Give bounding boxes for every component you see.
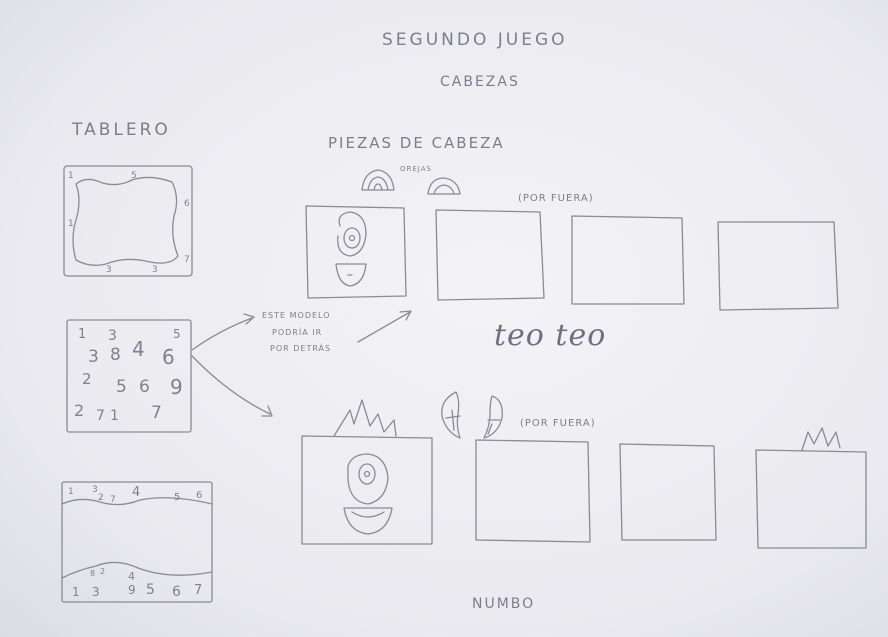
board3-bottom-number: 2 xyxy=(100,567,105,576)
numbo-label: NUMBO xyxy=(472,596,535,612)
piezas-label: PIEZAS DE CABEZA xyxy=(328,134,505,152)
board3-top-number: 5 xyxy=(174,492,180,503)
page-subtitle: CABEZAS xyxy=(440,74,520,90)
board3-top-number: 1 xyxy=(68,487,74,497)
board2-number: 3 xyxy=(88,347,99,367)
board-3: 1 3 2 7 4 5 6 1 8 2 3 4 9 5 6 7 xyxy=(62,482,212,602)
head-pieces-top xyxy=(306,206,838,310)
board1-number: 3 xyxy=(152,265,158,275)
board2-number: 7 xyxy=(96,408,105,424)
board-2: 1 3 4 5 3 8 6 2 5 6 9 2 7 1 7 xyxy=(67,320,191,432)
note-line-1: ESTE MODELO xyxy=(262,311,331,320)
board3-top-number: 6 xyxy=(196,490,202,501)
board2-number: 2 xyxy=(74,401,84,420)
board1-number: 1 xyxy=(68,171,74,181)
board3-top-number: 2 xyxy=(98,493,104,503)
board1-number: 1 xyxy=(68,219,74,229)
board2-number: 3 xyxy=(108,328,117,344)
board2-number: 5 xyxy=(173,327,181,341)
arrows xyxy=(192,311,411,416)
board2-number: 4 xyxy=(132,337,145,361)
board3-bottom-number: 1 xyxy=(72,585,80,599)
board2-number: 1 xyxy=(110,408,119,424)
ear-pieces-bottom xyxy=(442,392,503,438)
note-line-2: PODRÍA IR xyxy=(272,328,322,337)
board3-bottom-number: 5 xyxy=(146,582,155,598)
board3-bottom-number: 9 xyxy=(128,583,136,597)
board2-number: 6 xyxy=(139,377,150,397)
board2-number: 5 xyxy=(116,377,127,397)
tablero-label: TABLERO xyxy=(72,120,171,140)
board3-bottom-number: 4 xyxy=(128,570,135,583)
board2-number: 1 xyxy=(78,327,86,342)
board3-bottom-number: 7 xyxy=(194,583,202,598)
ear-pieces-top xyxy=(362,170,460,194)
board3-top-number: 4 xyxy=(132,485,140,500)
teo-teo-label: teo teo xyxy=(494,318,606,353)
board2-number: 7 xyxy=(151,403,162,423)
orejas-label: OREJAS xyxy=(400,165,432,173)
board3-bottom-number: 3 xyxy=(92,585,100,599)
board3-bottom-number: 6 xyxy=(172,584,181,600)
por-fuera-label-top: (POR FUERA) xyxy=(518,193,594,204)
board-1: 1 5 6 1 3 3 7 xyxy=(64,166,192,276)
board2-number: 6 xyxy=(162,345,175,369)
board1-number: 7 xyxy=(184,255,190,265)
board1-number: 6 xyxy=(184,199,190,209)
board2-number: 9 xyxy=(170,375,183,399)
page-title: SEGUNDO JUEGO xyxy=(382,30,568,50)
board2-number: 2 xyxy=(82,370,92,388)
board1-number: 5 xyxy=(131,171,137,181)
board3-top-number: 7 xyxy=(110,495,116,505)
board3-top-number: 3 xyxy=(92,485,98,495)
board1-number: 3 xyxy=(106,265,112,275)
board2-number: 8 xyxy=(110,345,121,365)
por-fuera-label-bottom: (POR FUERA) xyxy=(520,418,596,429)
note-line-3: POR DETRÁS xyxy=(270,344,331,353)
board3-bottom-number: 8 xyxy=(90,569,95,578)
